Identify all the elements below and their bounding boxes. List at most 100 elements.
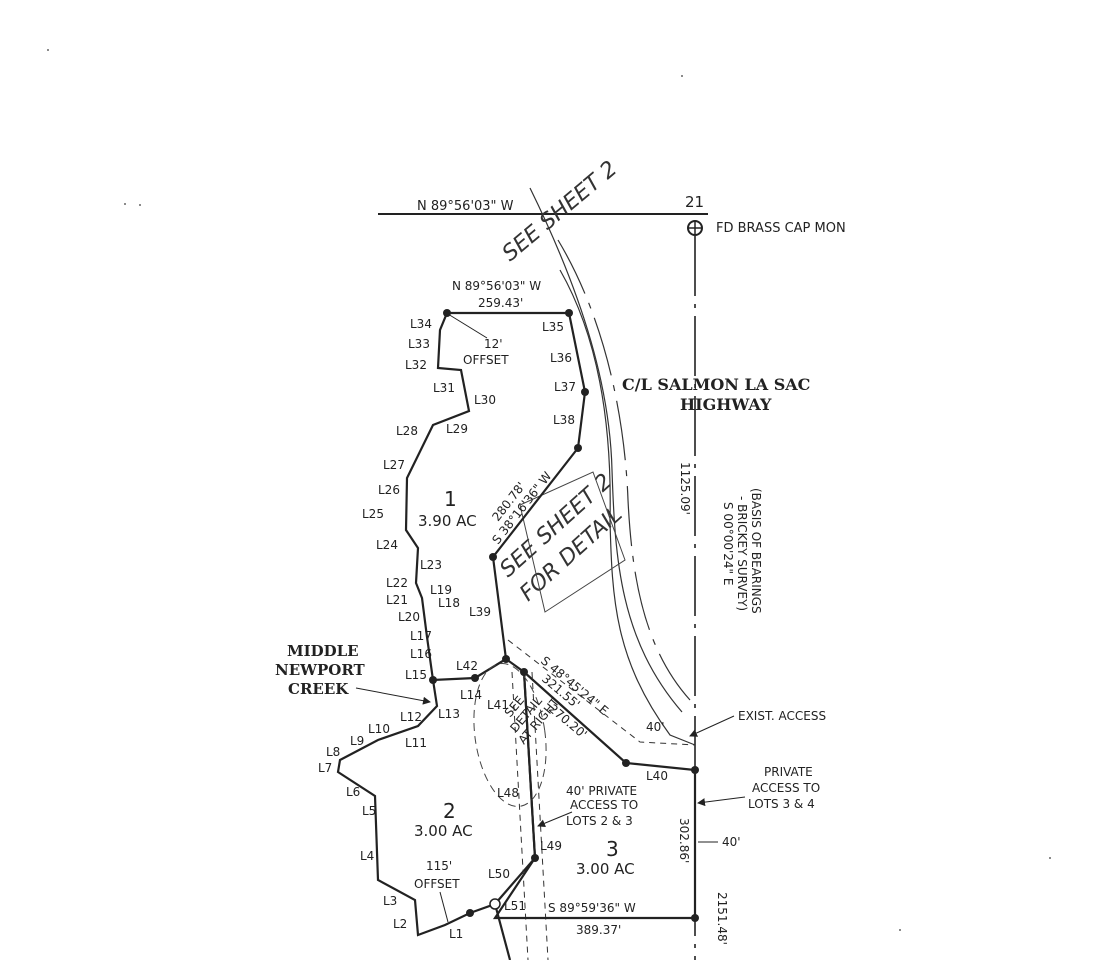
svg-text:L20: L20 <box>398 610 420 624</box>
east-dim-302: 302.86' <box>677 818 691 863</box>
lot-corner-monuments <box>429 309 699 922</box>
svg-text:L1: L1 <box>449 927 463 941</box>
svg-text:L33: L33 <box>408 337 430 351</box>
private-access-23-line2: ACCESS TO <box>570 798 638 812</box>
offset-115-label: OFFSET <box>414 877 460 891</box>
svg-text:L18: L18 <box>438 596 460 610</box>
exist-access-label: EXIST. ACCESS <box>738 709 826 723</box>
private-access-34-line1: PRIVATE <box>764 765 813 779</box>
svg-text:L24: L24 <box>376 538 398 552</box>
section-number: 21 <box>685 193 704 211</box>
lot-1-area: 3.90 AC <box>418 512 477 530</box>
highway-label-2: HIGHWAY <box>680 395 772 414</box>
svg-text:L13: L13 <box>438 707 460 721</box>
private-access-34-line3: LOTS 3 & 4 <box>748 797 815 811</box>
svg-text:L14: L14 <box>460 688 482 702</box>
highway-label-1: C/L SALMON LA SAC <box>622 375 810 394</box>
svg-text:L27: L27 <box>383 458 405 472</box>
offset-12-number: 12' <box>484 337 503 351</box>
offset-115-leader <box>439 891 449 923</box>
lot-1-boundary <box>404 311 587 682</box>
svg-text:L42: L42 <box>456 659 478 673</box>
north-line-bearing: N 89°56'03" W <box>417 199 514 214</box>
svg-text:L3: L3 <box>383 894 397 908</box>
svg-text:S 00°00'24" E: S 00°00'24" E <box>721 502 735 585</box>
private-access-34-leader <box>697 796 746 807</box>
access-easement-lines <box>507 639 696 960</box>
svg-text:L19: L19 <box>430 583 452 597</box>
creek-label-2: NEWPORT <box>275 661 366 679</box>
basis-of-bearings: (BASIS OF BEARINGS - BRICKEY SURVEY) S 0… <box>721 488 763 614</box>
offset-12-label: OFFSET <box>463 353 509 367</box>
svg-text:L36: L36 <box>550 351 572 365</box>
svg-text:L15: L15 <box>405 668 427 682</box>
svg-text:L21: L21 <box>386 593 408 607</box>
see-sheet-2-top: SEE SHEET 2 <box>498 156 622 266</box>
svg-text:L38: L38 <box>553 413 575 427</box>
south-line-distance: 389.37' <box>576 923 621 937</box>
lot-3-number: 3 <box>606 837 619 861</box>
lot-1-number: 1 <box>444 487 457 511</box>
svg-text:L31: L31 <box>433 381 455 395</box>
svg-text:L25: L25 <box>362 507 384 521</box>
private-access-34-line2: ACCESS TO <box>752 781 820 795</box>
svg-text:L29: L29 <box>446 422 468 436</box>
svg-text:L5: L5 <box>362 804 376 818</box>
brass-cap-monument-icon <box>687 220 703 236</box>
open-monument-icon <box>489 898 501 910</box>
svg-text:L11: L11 <box>405 736 427 750</box>
svg-text:L49: L49 <box>540 839 562 853</box>
svg-text:L8: L8 <box>326 745 340 759</box>
svg-text:L10: L10 <box>368 722 390 736</box>
svg-text:L12: L12 <box>400 710 422 724</box>
svg-text:L26: L26 <box>378 483 400 497</box>
lot-2-area: 3.00 AC <box>414 822 473 840</box>
offset-115-number: 115' <box>426 859 452 873</box>
svg-text:L40: L40 <box>646 769 668 783</box>
access-width-40: 40' <box>646 720 665 734</box>
creek-leader <box>355 687 431 705</box>
svg-text:L17: L17 <box>410 629 432 643</box>
scan-specks <box>47 49 1051 931</box>
svg-text:(BASIS OF BEARINGS: (BASIS OF BEARINGS <box>749 488 763 614</box>
svg-text:L51: L51 <box>504 899 526 913</box>
svg-text:L32: L32 <box>405 358 427 372</box>
lot-3-area: 3.00 AC <box>576 860 635 878</box>
svg-text:L41: L41 <box>487 698 509 712</box>
detail-reference-box <box>519 471 626 613</box>
east-width-40: 40' <box>722 835 741 849</box>
monument-label: FD BRASS CAP MON <box>716 221 846 236</box>
svg-text:L9: L9 <box>350 734 364 748</box>
svg-text:L2: L2 <box>393 917 407 931</box>
offset-12-leader <box>447 313 488 339</box>
svg-text:L37: L37 <box>554 380 576 394</box>
svg-text:L35: L35 <box>542 320 564 334</box>
svg-text:L34: L34 <box>410 317 432 331</box>
exist-access-leader <box>689 715 735 737</box>
creek-label-1: MIDDLE <box>287 642 359 660</box>
svg-text:L39: L39 <box>469 605 491 619</box>
svg-text:L30: L30 <box>474 393 496 407</box>
lot-1-top-bearing: N 89°56'03" W <box>452 279 541 293</box>
svg-text:L23: L23 <box>420 558 442 572</box>
svg-text:L4: L4 <box>360 849 374 863</box>
private-access-23-line1: 40' PRIVATE <box>566 784 637 798</box>
private-access-23-leader <box>537 811 573 828</box>
svg-text:L48: L48 <box>497 786 519 800</box>
lot-2-boundary <box>336 658 537 937</box>
course-labels: L1 L2 L3 L4 L5 L6 L7 L8 L9 L10 L11 L12 L… <box>318 317 668 941</box>
lot-1-top-distance: 259.43' <box>478 296 523 310</box>
svg-text:L22: L22 <box>386 576 408 590</box>
svg-text:L7: L7 <box>318 761 332 775</box>
detail-ellipse <box>473 663 547 807</box>
lot-2-number: 2 <box>443 799 456 823</box>
east-line-distance: 1125.09' <box>678 462 692 515</box>
svg-text:L28: L28 <box>396 424 418 438</box>
svg-text:- BRICKEY SURVEY): - BRICKEY SURVEY) <box>735 496 749 611</box>
private-access-23-line3: LOTS 2 & 3 <box>566 814 633 828</box>
east-dim-2151: 2151.48' <box>715 892 729 945</box>
svg-text:L6: L6 <box>346 785 360 799</box>
svg-text:L16: L16 <box>410 647 432 661</box>
svg-text:L50: L50 <box>488 867 510 881</box>
